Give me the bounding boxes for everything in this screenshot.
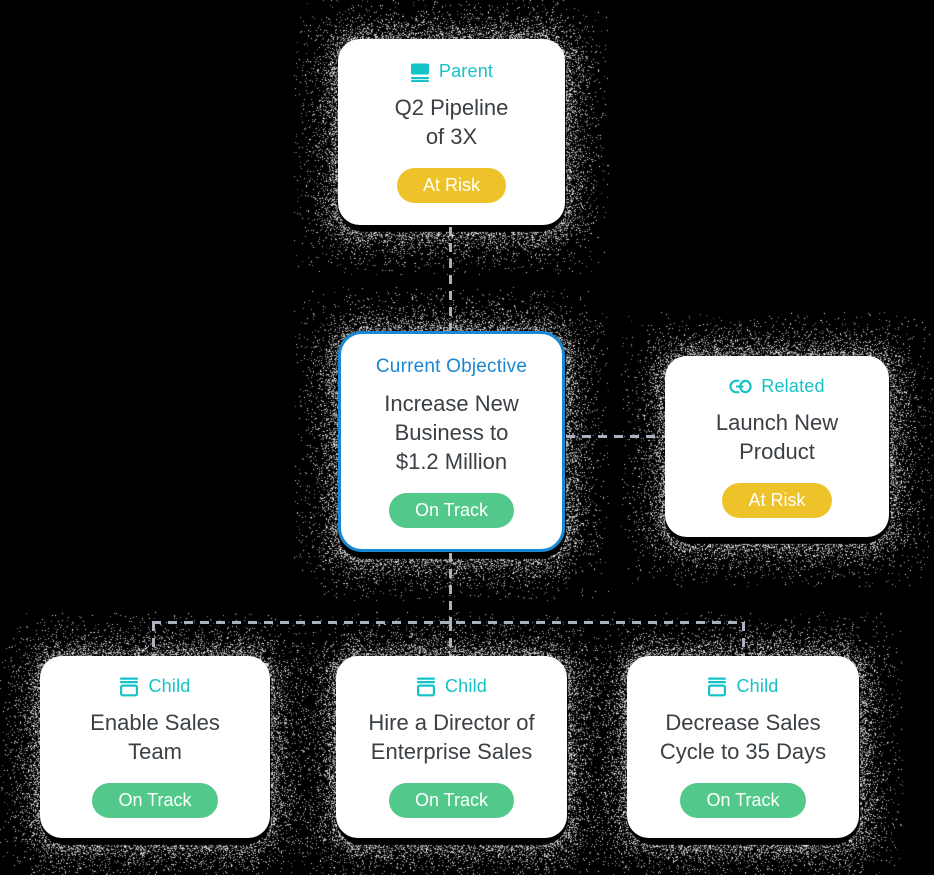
title-line: of 3X [425,124,478,149]
title-line: Enable Sales [90,710,220,735]
card-type-text: Parent [438,61,494,81]
status-badge[interactable]: On Track [388,783,515,818]
objective-title: Decrease Sales Cycle to 35 Days [660,708,826,766]
card-type-label: Child [119,676,190,697]
title-line: $1.2 Million [395,448,508,474]
status-badge-text: On Track [414,499,489,520]
title-line: Product [739,438,815,464]
card-type-label: Parent [410,61,493,82]
status-badge-text: On Track [706,790,780,810]
objective-title: Hire a Director of Enterprise Sales [368,708,534,766]
parent-icon [410,62,430,82]
objective-title: Enable Sales Team [90,708,220,766]
connector-stub-child-2 [449,622,452,656]
title-line: Decrease Sales [665,710,821,735]
objective-title: Q2 Pipeline of 3X [395,93,509,151]
card-type-label: Current Objective [376,356,527,378]
title-line: Business to [394,419,509,445]
status-badge-text: On Track [414,790,489,810]
child-icon [119,677,139,697]
connector-current-to-related [566,435,665,438]
card-parent-objective[interactable]: Parent Q2 Pipeline of 3X At Risk [338,39,565,225]
card-type-text: Current Objective [375,355,528,377]
card-child-objective-3[interactable]: Child Decrease Sales Cycle to 35 Days On… [627,656,859,838]
connector-parent-to-current [449,227,452,330]
connector-stub-child-1 [152,622,155,656]
status-badge-text: At Risk [422,175,480,195]
card-type-label: Child [707,676,778,697]
status-badge[interactable]: On Track [92,783,218,818]
child-icon [707,677,727,697]
card-type-text: Child [736,676,779,696]
card-type-text: Child [444,676,488,696]
card-child-objective-1[interactable]: Child Enable Sales Team On Track [40,656,270,838]
title-line: Launch New [715,409,839,435]
title-line: Q2 Pipeline [394,95,509,120]
status-badge-text: On Track [118,790,192,810]
status-badge[interactable]: At Risk [722,482,832,518]
connector-current-to-children [449,553,452,622]
connector-children-bus [152,621,745,624]
card-type-label: Related [729,375,825,397]
status-badge[interactable]: On Track [388,492,515,528]
status-badge-text: At Risk [748,489,806,510]
objective-title: Increase New Business to $1.2 Million [384,389,519,476]
status-badge[interactable]: On Track [680,783,806,818]
title-line: Increase New [384,390,519,416]
card-current-objective[interactable]: Current Objective Increase New Business … [338,331,565,552]
card-type-text: Child [148,676,191,696]
title-line: Cycle to 35 Days [659,739,827,764]
status-badge[interactable]: At Risk [396,168,506,203]
title-line: Team [128,739,182,764]
connector-stub-child-3 [742,622,745,656]
link-icon [729,379,752,394]
card-type-label: Child [416,676,487,697]
card-related-objective[interactable]: Related Launch New Product At Risk [665,356,889,537]
title-line: Hire a Director of [368,710,535,735]
objective-title: Launch New Product [716,408,838,466]
card-child-objective-2[interactable]: Child Hire a Director of Enterprise Sale… [336,656,567,838]
child-icon [416,677,436,697]
title-line: Enterprise Sales [370,739,533,764]
card-type-text: Related [761,375,825,396]
